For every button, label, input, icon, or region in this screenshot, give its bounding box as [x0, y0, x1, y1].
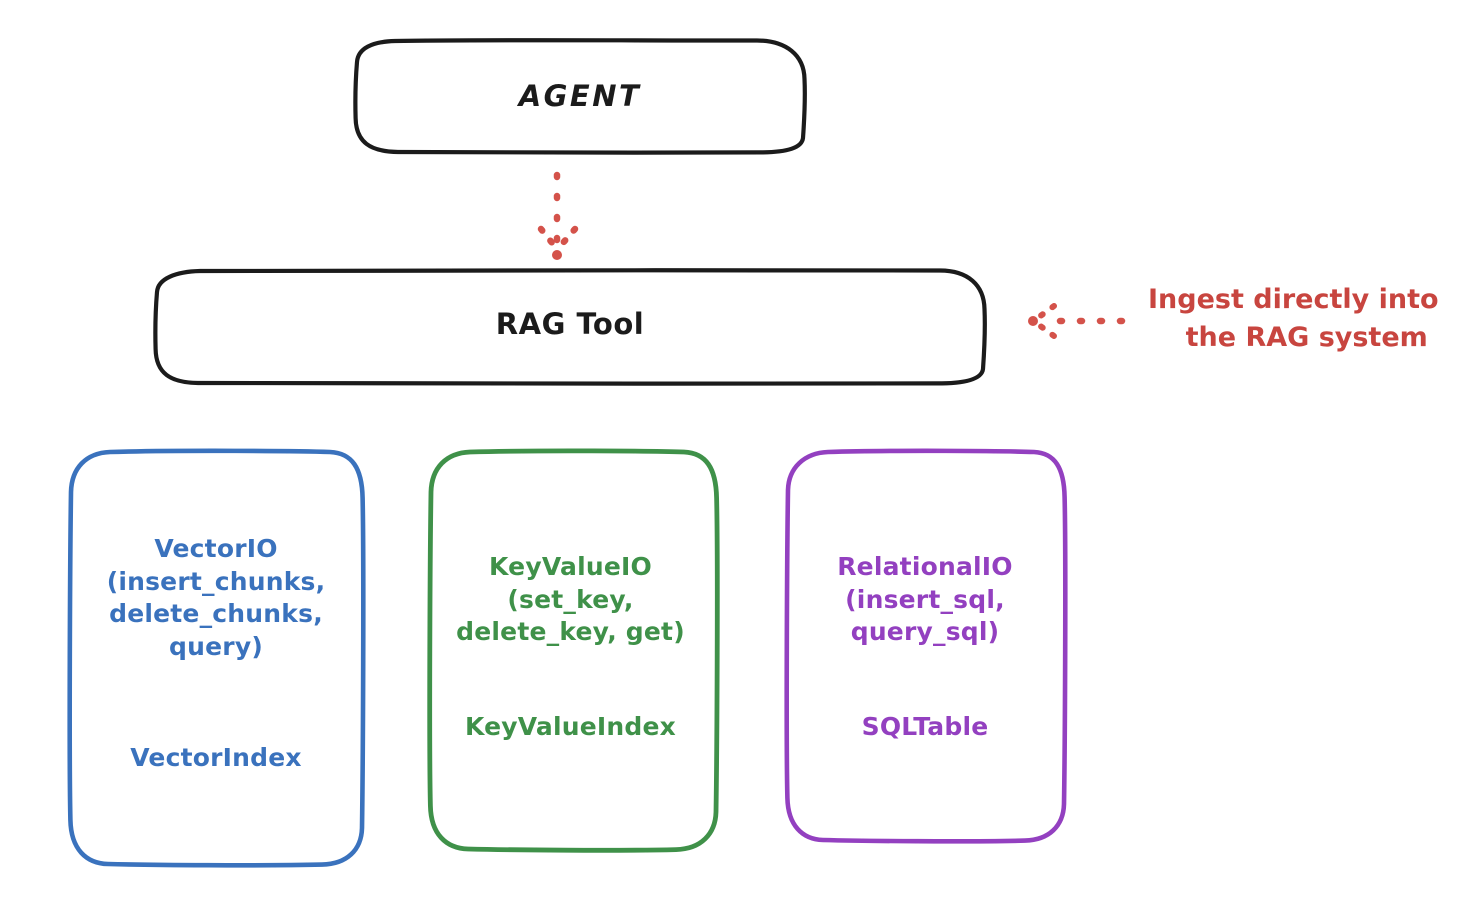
- node-key-value-io[interactable]: [427, 448, 720, 853]
- node-vector-io[interactable]: [67, 448, 366, 868]
- node-relational-io[interactable]: [784, 448, 1068, 844]
- node-rag-tool[interactable]: [153, 268, 987, 386]
- connector-note-to-rag-tool: [1028, 303, 1126, 339]
- connector-agent-to-rag-tool: [537, 171, 579, 260]
- node-agent[interactable]: [353, 38, 807, 155]
